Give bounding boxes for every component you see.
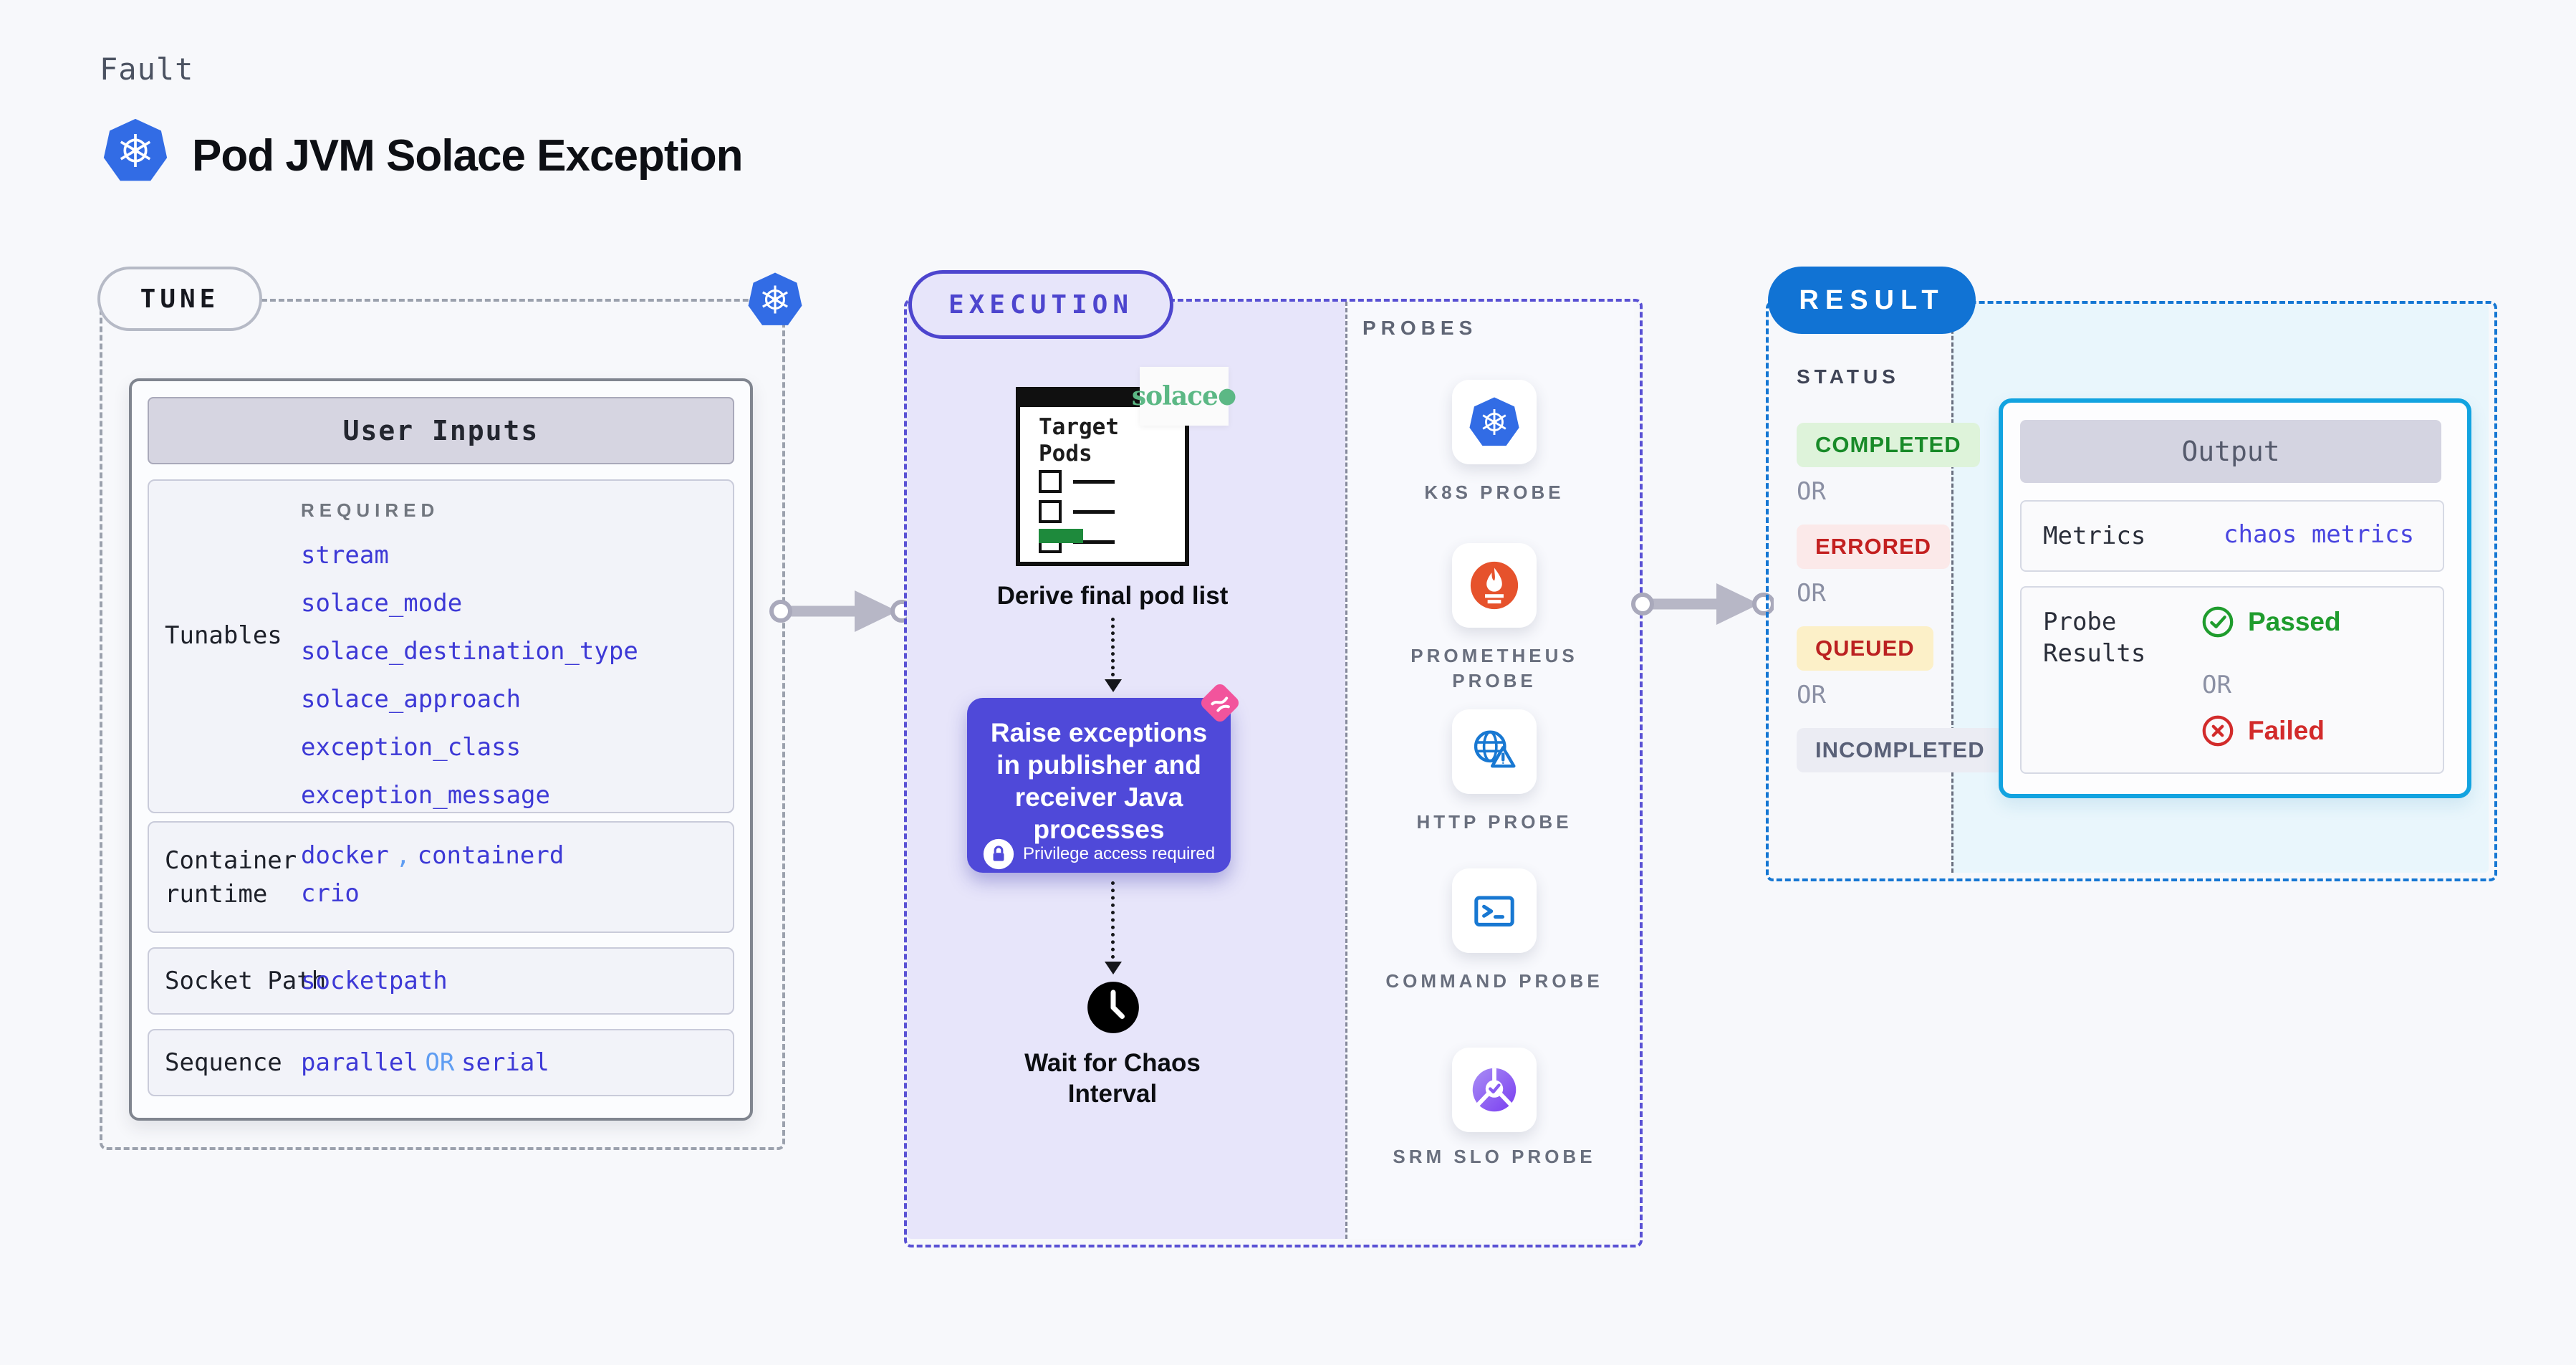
tunable-item: exception_class [301, 733, 522, 762]
status-or: OR [1797, 579, 1826, 608]
container-runtime-label: Container runtime [165, 846, 297, 909]
probe-results-label: Probe Results [2043, 608, 2146, 668]
execution-section-box [904, 299, 1643, 1247]
chaos-icon [1196, 679, 1244, 727]
failed-label: Failed [2248, 716, 2325, 745]
failed-x-icon [2201, 714, 2235, 748]
runtime-value: docker [301, 841, 389, 870]
page-title: Pod JVM Solace Exception [192, 131, 743, 181]
status-badge-queued: QUEUED [1797, 626, 1933, 671]
probe-label: SRM SLO PROBE [1393, 1146, 1596, 1167]
metrics-row: Metrics chaos metrics [2020, 500, 2444, 572]
execution-badge: EXECUTION [908, 270, 1173, 339]
sequence-row: Sequence parallel OR serial [148, 1029, 734, 1096]
kubernetes-icon [747, 271, 803, 328]
checkbox-icon [1039, 500, 1062, 523]
user-inputs-header: User Inputs [148, 397, 734, 464]
http-probe-icon [1452, 709, 1537, 794]
raise-exceptions-action-box: Raise exceptions in publisher and receiv… [967, 684, 1239, 873]
tune-badge: TUNE [97, 267, 262, 331]
srm-slo-probe-icon [1452, 1048, 1537, 1132]
wait-chaos-interval-step: Wait for Chaos Interval [1024, 1049, 1201, 1108]
clock-icon [1085, 980, 1141, 1035]
output-card: Output Metrics chaos metrics Probe Resul… [1999, 398, 2471, 798]
passed-check-icon [2201, 605, 2235, 639]
sequence-value: serial [461, 1048, 549, 1077]
flow-arrow-execution-to-result [1630, 578, 1775, 633]
runtime-value: crio [301, 879, 360, 908]
probe-results-row: Probe Results Passed OR Failed [2020, 586, 2444, 774]
checkbox-icon [1039, 470, 1062, 493]
runtime-value: containerd [417, 841, 564, 870]
kubernetes-icon [102, 116, 168, 185]
status-badge-completed: COMPLETED [1797, 423, 1980, 467]
status-badge-errored: ERRORED [1797, 525, 1951, 569]
result-badge: RESULT [1768, 267, 1976, 334]
status-label: STATUS [1797, 365, 1900, 388]
arrowhead-icon [1105, 962, 1122, 974]
dotted-connector [1111, 881, 1115, 959]
probe-label: PROMETHEUS PROBE [1410, 645, 1578, 691]
tunable-item: stream [301, 541, 389, 570]
result-divider [1951, 304, 1953, 873]
command-probe-icon [1452, 868, 1537, 953]
lock-icon [983, 838, 1014, 870]
tunable-item: solace_mode [301, 589, 463, 618]
user-inputs-card: User Inputs Tunables REQUIRED stream sol… [129, 378, 753, 1121]
dotted-connector [1111, 618, 1115, 676]
fault-eyebrow: Fault [100, 52, 194, 87]
target-pods-title: Target Pods [1039, 414, 1119, 466]
derive-pod-list-step: Derive final pod list [996, 582, 1229, 610]
list-line [1073, 540, 1115, 544]
output-header: Output [2020, 420, 2441, 483]
status-or: OR [1797, 477, 1826, 506]
tunable-item: exception_message [301, 781, 550, 810]
result-section-box [1766, 301, 2497, 881]
probe-label: COMMAND PROBE [1385, 970, 1603, 992]
prometheus-probe-icon [1452, 543, 1537, 628]
sequence-or: OR [425, 1048, 455, 1077]
probe-label: HTTP PROBE [1416, 811, 1572, 833]
required-label: REQUIRED [301, 499, 440, 521]
probe-label: K8S PROBE [1424, 482, 1565, 503]
green-button-bar [1039, 529, 1083, 543]
kubernetes-probe-icon [1452, 380, 1537, 464]
solace-logo-text: solace [1131, 381, 1219, 411]
sequence-label: Sequence [165, 1048, 282, 1077]
tunable-item: solace_approach [301, 685, 522, 714]
socket-path-label: Socket Path [165, 967, 327, 995]
privilege-note: Privilege access required [1022, 844, 1216, 863]
status-or: OR [1797, 681, 1826, 709]
container-runtime-row: Container runtime docker , containerd cr… [148, 821, 734, 933]
tune-section-box [100, 299, 785, 1150]
tunable-item: solace_destination_type [301, 637, 638, 666]
passed-label: Passed [2248, 607, 2341, 636]
execution-probes-divider [1345, 302, 1347, 1239]
list-line [1073, 509, 1115, 514]
sequence-value: parallel [301, 1048, 418, 1077]
list-line [1073, 479, 1115, 484]
tunables-label: Tunables [165, 621, 282, 650]
arrowhead-icon [1105, 679, 1122, 692]
solace-logo: solace● [1132, 367, 1236, 426]
probes-label: PROBES [1363, 317, 1478, 339]
socket-path-row: Socket Path socketpath [148, 947, 734, 1015]
probe-results-or: OR [2202, 671, 2231, 699]
status-badge-incompleted: INCOMPLETED [1797, 728, 2004, 772]
socket-path-value: socketpath [301, 967, 448, 995]
tunables-row: Tunables REQUIRED stream solace_mode sol… [148, 479, 734, 813]
metrics-value: chaos metrics [2224, 520, 2415, 549]
metrics-label: Metrics [2043, 522, 2146, 550]
runtime-separator: , [395, 841, 410, 870]
flow-arrow-tune-to-execution [769, 585, 913, 641]
action-text: Raise exceptions in publisher and receiv… [990, 718, 1208, 844]
solace-logo-dot: ● [1217, 383, 1237, 408]
